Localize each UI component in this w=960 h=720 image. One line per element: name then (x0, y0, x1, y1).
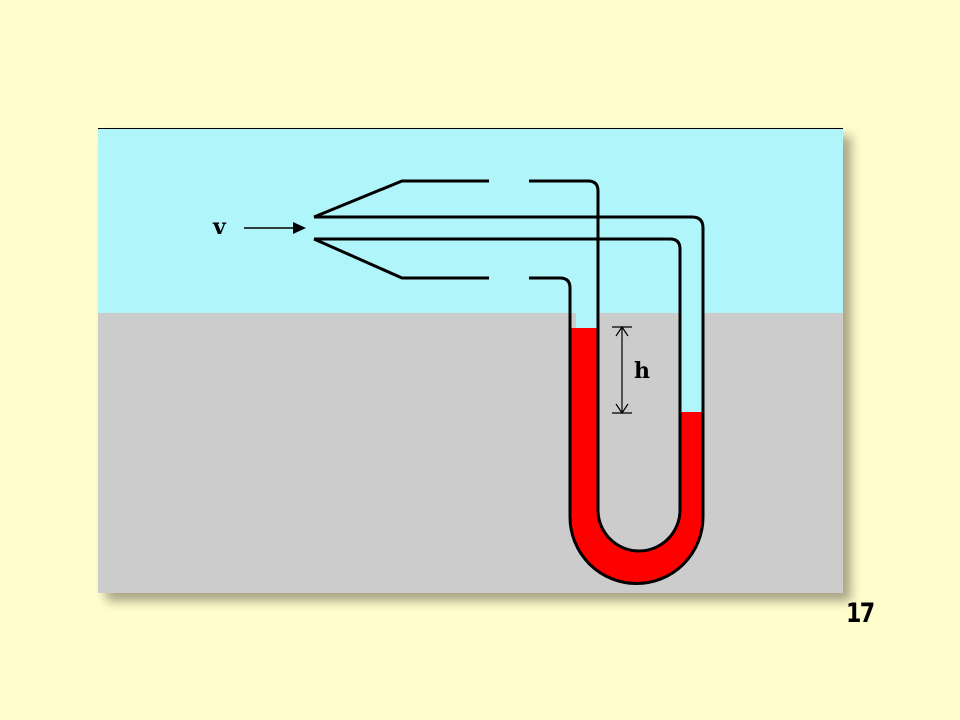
velocity-label: v (212, 214, 227, 240)
diagram-canvas: v h (98, 128, 843, 593)
lower-region (98, 313, 843, 593)
page-number: 17 (846, 598, 875, 629)
right-leg-air (680, 313, 702, 413)
velocity-arrow-head (293, 222, 306, 234)
static-tube-top-wall-a (313, 179, 489, 219)
pitot-tube-diagram: v h (98, 128, 843, 593)
pitot-tube-top-wall (314, 215, 705, 517)
static-tube-bottom-wall-a (313, 237, 489, 280)
static-tube-bottom-wall-b (529, 276, 572, 517)
air-region (98, 128, 843, 313)
height-label: h (634, 358, 650, 384)
static-tube-top-wall-b (529, 179, 600, 510)
height-top-arrow (615, 325, 629, 337)
u-tube-outer-bend (568, 516, 705, 585)
left-leg-air (576, 313, 598, 328)
pitot-tube-bottom-wall (314, 237, 682, 510)
u-tube-inner-bend (596, 509, 682, 553)
height-bottom-arrow (615, 403, 629, 415)
